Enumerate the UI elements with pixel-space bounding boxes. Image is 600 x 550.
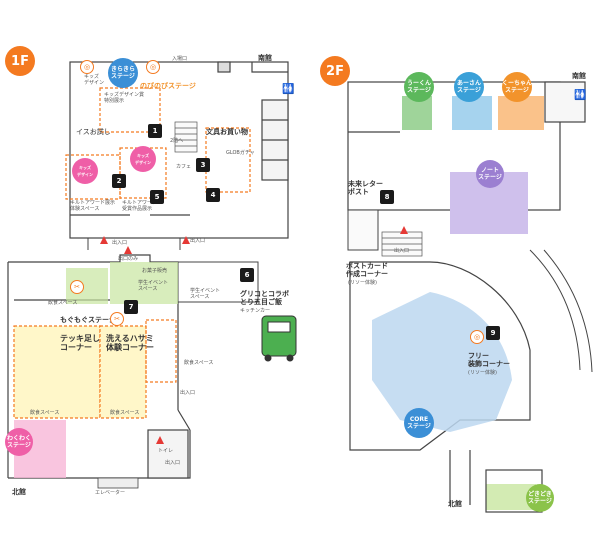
f1-cafe-label: カフェ xyxy=(176,164,192,170)
f1-wakuwaku-stage[interactable]: わくわくステージ xyxy=(5,428,33,456)
f2-postcard-sub: (リソー体験) xyxy=(348,280,377,286)
f2-note-stage[interactable]: ノートステージ xyxy=(476,160,504,188)
f1-kitchen-car-label: キッチンカー xyxy=(240,308,271,314)
f1-event-space-a: 学生イベント スペース xyxy=(138,280,169,292)
f1-workshop-4[interactable]: 4 xyxy=(206,188,220,202)
f1-pin-kids-design-a[interactable]: ◎ xyxy=(80,60,94,74)
f2-exit-label[interactable]: 出入口 xyxy=(394,248,410,254)
toilet-icons: 🚻 🚻 xyxy=(282,82,586,101)
f1-kids-design-label: キッズデザイン賞 特別展示 xyxy=(104,92,145,104)
f1-bunbougu-zone xyxy=(205,127,251,193)
f2-left-strip xyxy=(347,209,379,251)
f1-kids-award-badge-a[interactable]: キッズデザイン xyxy=(72,158,98,184)
f1-pin-kids-design-b[interactable]: ◎ xyxy=(146,60,160,74)
f1-south-building-label: 南館 xyxy=(258,54,272,62)
f2-workshop-9[interactable]: 9 xyxy=(486,326,500,340)
f1-event-space-b: 学生イベント スペース xyxy=(190,288,221,300)
f1-workshop-3[interactable]: 3 xyxy=(196,158,210,172)
f1-kids-award-badge-b[interactable]: キッズデザイン xyxy=(130,146,156,172)
f2-pin-free-kazari[interactable]: ◎ xyxy=(470,330,484,344)
floor-badge-1f[interactable]: 1F xyxy=(5,46,35,76)
f2-mirai-letter-label: 未来レター ポスト xyxy=(348,180,383,196)
f1-pin-scissors[interactable]: ✂ xyxy=(70,280,84,294)
f2-ukun-stage[interactable]: うーくんステージ xyxy=(404,72,434,102)
f1-nobinobi-stage-label[interactable]: のびのびステージ xyxy=(140,82,196,90)
f1-south-building-walls xyxy=(69,61,289,239)
f1-elevator-box xyxy=(97,477,139,489)
f1-kids-award-label-a: キルトアワード展示 体験スペース xyxy=(70,200,116,212)
f1-workshop-5[interactable]: 5 xyxy=(150,190,164,204)
svg-text:🚻: 🚻 xyxy=(574,88,586,101)
f1-workshop-1[interactable]: 1 xyxy=(148,124,162,138)
f1-isu-otameshi-label: イスお試し xyxy=(76,128,111,136)
f1-inshoku-2: 飲食スペース xyxy=(184,360,214,366)
f1-north-building-label: 北館 xyxy=(12,488,26,496)
entrance-arrows xyxy=(100,226,408,444)
f1-exit-3[interactable]: 出入口 xyxy=(180,390,196,396)
f1-kawaii-label: 2階へ xyxy=(170,138,184,144)
svg-text:🚻: 🚻 xyxy=(282,82,294,95)
f1-exit-2[interactable]: 出入口 xyxy=(190,238,206,244)
f1-entry-label: 入場口 xyxy=(172,56,188,62)
f1-exit-only[interactable]: 出口のみ xyxy=(118,256,139,262)
floor-badge-2f[interactable]: 2F xyxy=(320,56,350,86)
f1-tekina-label: テッキ足し コーナー xyxy=(60,334,100,352)
f1-workshop-7[interactable]: 7 xyxy=(124,300,138,314)
f1-kids-mini-a: キッズ デザイン xyxy=(84,74,105,86)
f1-workshop-6[interactable]: 6 xyxy=(240,268,254,282)
f1-south-corridor xyxy=(87,238,181,250)
f1-tekina-zone xyxy=(13,325,101,419)
f1-stairs xyxy=(174,121,198,153)
f1-exit-1[interactable]: 出入口 xyxy=(112,240,128,246)
f1-toilet-label: トイレ xyxy=(158,448,174,454)
f2-workshop-8[interactable]: 8 xyxy=(380,190,394,204)
f2-free-kazari-label: フリー 装飾コーナー xyxy=(468,352,510,368)
f1-inshoku-right-zone xyxy=(145,319,177,383)
f1-inshoku-3: 飲食スペース xyxy=(30,410,60,416)
f1-okashi-label: お菓子販売 xyxy=(142,268,168,274)
f2-postcard-label: ポストカード 作成コーナー xyxy=(346,262,388,278)
f2-akachan-stage[interactable]: あーさんステージ xyxy=(454,72,484,102)
f1-kids-award-label-b: キルトアワード 受賞作品展示 xyxy=(122,200,158,212)
f1-elevator-label: エレベーター xyxy=(95,490,126,496)
f1-kirakira-stage[interactable]: きらきらステージ xyxy=(108,58,138,88)
f1-green-zone-right xyxy=(110,262,178,304)
f2-north-building-label: 北館 xyxy=(448,500,462,508)
f2-kuchan-stage[interactable]: くーちゃんステージ xyxy=(502,72,532,102)
f1-nobinobi-zone xyxy=(99,87,161,133)
f1-arauhasami-label: 洗えるハサミ 体験コーナー xyxy=(106,334,154,352)
f2-stairs xyxy=(381,231,423,257)
f1-workshop-2[interactable]: 2 xyxy=(112,174,126,188)
f1-glico-label: グリコとコラボ とり五目ご飯 xyxy=(240,290,289,306)
f2-free-kazari-sub: (リソー体験) xyxy=(468,370,497,376)
f1-kitchen-car xyxy=(261,315,297,362)
f2-kuchan-room xyxy=(498,96,544,130)
f1-inshoku-1: 飲食スペース xyxy=(48,300,78,306)
f1-bunbougu-label: 文具お買い物 xyxy=(206,128,248,136)
f2-core-zone xyxy=(372,292,512,432)
f1-inshoku-4: 飲食スペース xyxy=(110,410,140,416)
f1-pin-scissors-2[interactable]: ✂ xyxy=(110,312,124,326)
f1-gacha-label: GLOBガチャ xyxy=(226,150,255,156)
f2-south-building-label: 南館 xyxy=(572,72,586,80)
f1-exit-4[interactable]: 出入口 xyxy=(165,460,181,466)
f1-arauhasami-zone xyxy=(99,325,147,419)
f2-dokidoki-stage[interactable]: どきどきステージ xyxy=(526,484,554,512)
f1-mogumogu-stage-label[interactable]: もぐもぐステージ xyxy=(60,316,116,324)
